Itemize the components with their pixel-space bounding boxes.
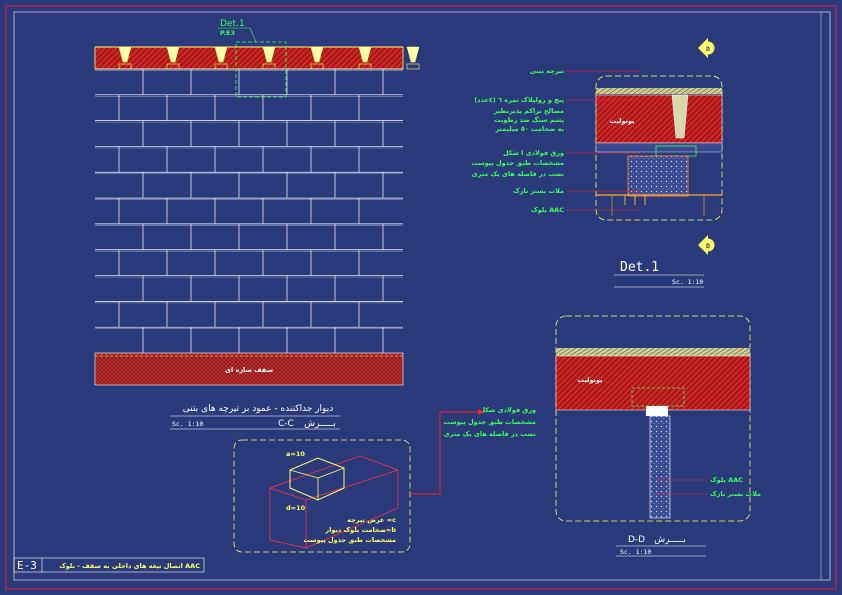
det1-slab — [595, 94, 723, 144]
det-callout-sheet: P.E3 — [220, 29, 235, 37]
detail-1: یونولیت D D تیرچه بتنی پیچ و رولپلاک نمره… — [471, 38, 723, 288]
roof-slab — [94, 46, 404, 70]
det1-label: نصب در فاصله های یک متری — [472, 170, 564, 178]
det1-title: Det.1 — [620, 260, 659, 275]
joist-mark — [118, 46, 132, 63]
dd-scale: Sc. 1:10 — [620, 548, 651, 556]
iso-frame — [233, 439, 411, 553]
iso-note: ضخامت بلوک دیوار=b — [324, 526, 396, 534]
section-dd: یونولیت ورق فولادی شکل مشخصات طبق جدول پی… — [443, 315, 761, 557]
joist-mark — [262, 46, 276, 63]
det-callout-box — [235, 41, 287, 98]
det1-label: ملات بستر نازک — [513, 187, 564, 195]
det1-fill-label: یونولیت — [609, 117, 634, 125]
iso-dim-bottom: d=10 — [286, 504, 306, 512]
det1-label: تیرچه بتنی — [530, 67, 564, 75]
svg-text:D: D — [706, 242, 710, 250]
dd-section-label: D-D — [628, 535, 645, 545]
iso-dim-top: a=10 — [286, 450, 305, 458]
joist-mark — [406, 46, 420, 63]
aac-wall — [95, 69, 403, 353]
det1-marker-bottom: D — [698, 235, 715, 255]
section-cc-scale: Sc. 1:10 — [172, 420, 203, 428]
det1-label: مصالح تراکم پذیرنظیر — [493, 107, 564, 115]
det1-wall — [627, 155, 689, 197]
dd-label: مشخصات طبق جدول پیوست — [443, 418, 536, 426]
det1-label: بلوک AAC — [531, 206, 564, 214]
outer-frame — [5, 5, 837, 590]
section-cc-word: بـــــرش — [304, 419, 336, 429]
dd-fill-label: یونولیت — [577, 376, 602, 384]
title-block: E-3 اتصال تیغه های داخلی به سقف - بلوک A… — [13, 557, 205, 573]
section-cc-label: C-C — [278, 419, 294, 429]
iso-detail: a=10 d=10 عرض تیرچه =c ضخامت بلوک دیوار=b… — [233, 439, 411, 553]
det1-label: پشم سنگ ضد رطوبت — [494, 116, 564, 124]
inner-frame — [13, 11, 831, 581]
iso-note: عرض تیرچه =c — [347, 516, 396, 524]
det1-label: پیچ و رولپلاک نمره ٦ (٤عدد) — [474, 96, 564, 104]
dd-label: نصب در فاصله های یک متری — [444, 430, 536, 438]
dd-frame — [555, 315, 751, 522]
det1-scale: Sc. 1:10 — [672, 278, 703, 286]
iso-note: مشخصات طبق جدول پیوست — [303, 536, 396, 544]
det1-marker-top: D — [698, 38, 715, 58]
dd-slab — [555, 355, 751, 411]
det1-label: ورق فولادی ا شکل — [503, 149, 564, 157]
leader-iso-to-dd — [410, 411, 478, 495]
section-cc-title: دیوار جداکننده - عمود بر تیرچه های بتنی — [183, 404, 333, 414]
joist-mark — [214, 46, 228, 63]
section-cc: سقف سازه ای Det.1 P.E3 دیوار جداکننده - … — [94, 19, 420, 430]
iso-plate — [289, 457, 345, 501]
sheet-title: اتصال تیغه های داخلی به سقف - بلوک AAC — [59, 562, 200, 570]
dd-label: بلوک AAC — [710, 476, 743, 484]
joist-mark — [310, 46, 324, 63]
dd-wall — [649, 415, 671, 519]
dd-label: ورق فولادی شکل — [479, 406, 536, 414]
dd-label: ملات بستر نازک — [710, 490, 761, 498]
det1-label: به ضخامت ٥٠ میلیمتر — [495, 125, 564, 133]
det1-label: مشخصات طبق جدول پیوست — [471, 159, 564, 167]
sheet-code: E-3 — [17, 559, 37, 572]
joist-mark — [358, 46, 372, 63]
svg-text:D: D — [706, 45, 710, 53]
joist-mark — [166, 46, 180, 63]
det-callout-label: Det.1 — [220, 19, 245, 29]
structural-slab — [94, 352, 404, 386]
slab-label: سقف سازه ای — [225, 366, 273, 374]
dd-section-word: بـــــرش — [654, 535, 686, 545]
